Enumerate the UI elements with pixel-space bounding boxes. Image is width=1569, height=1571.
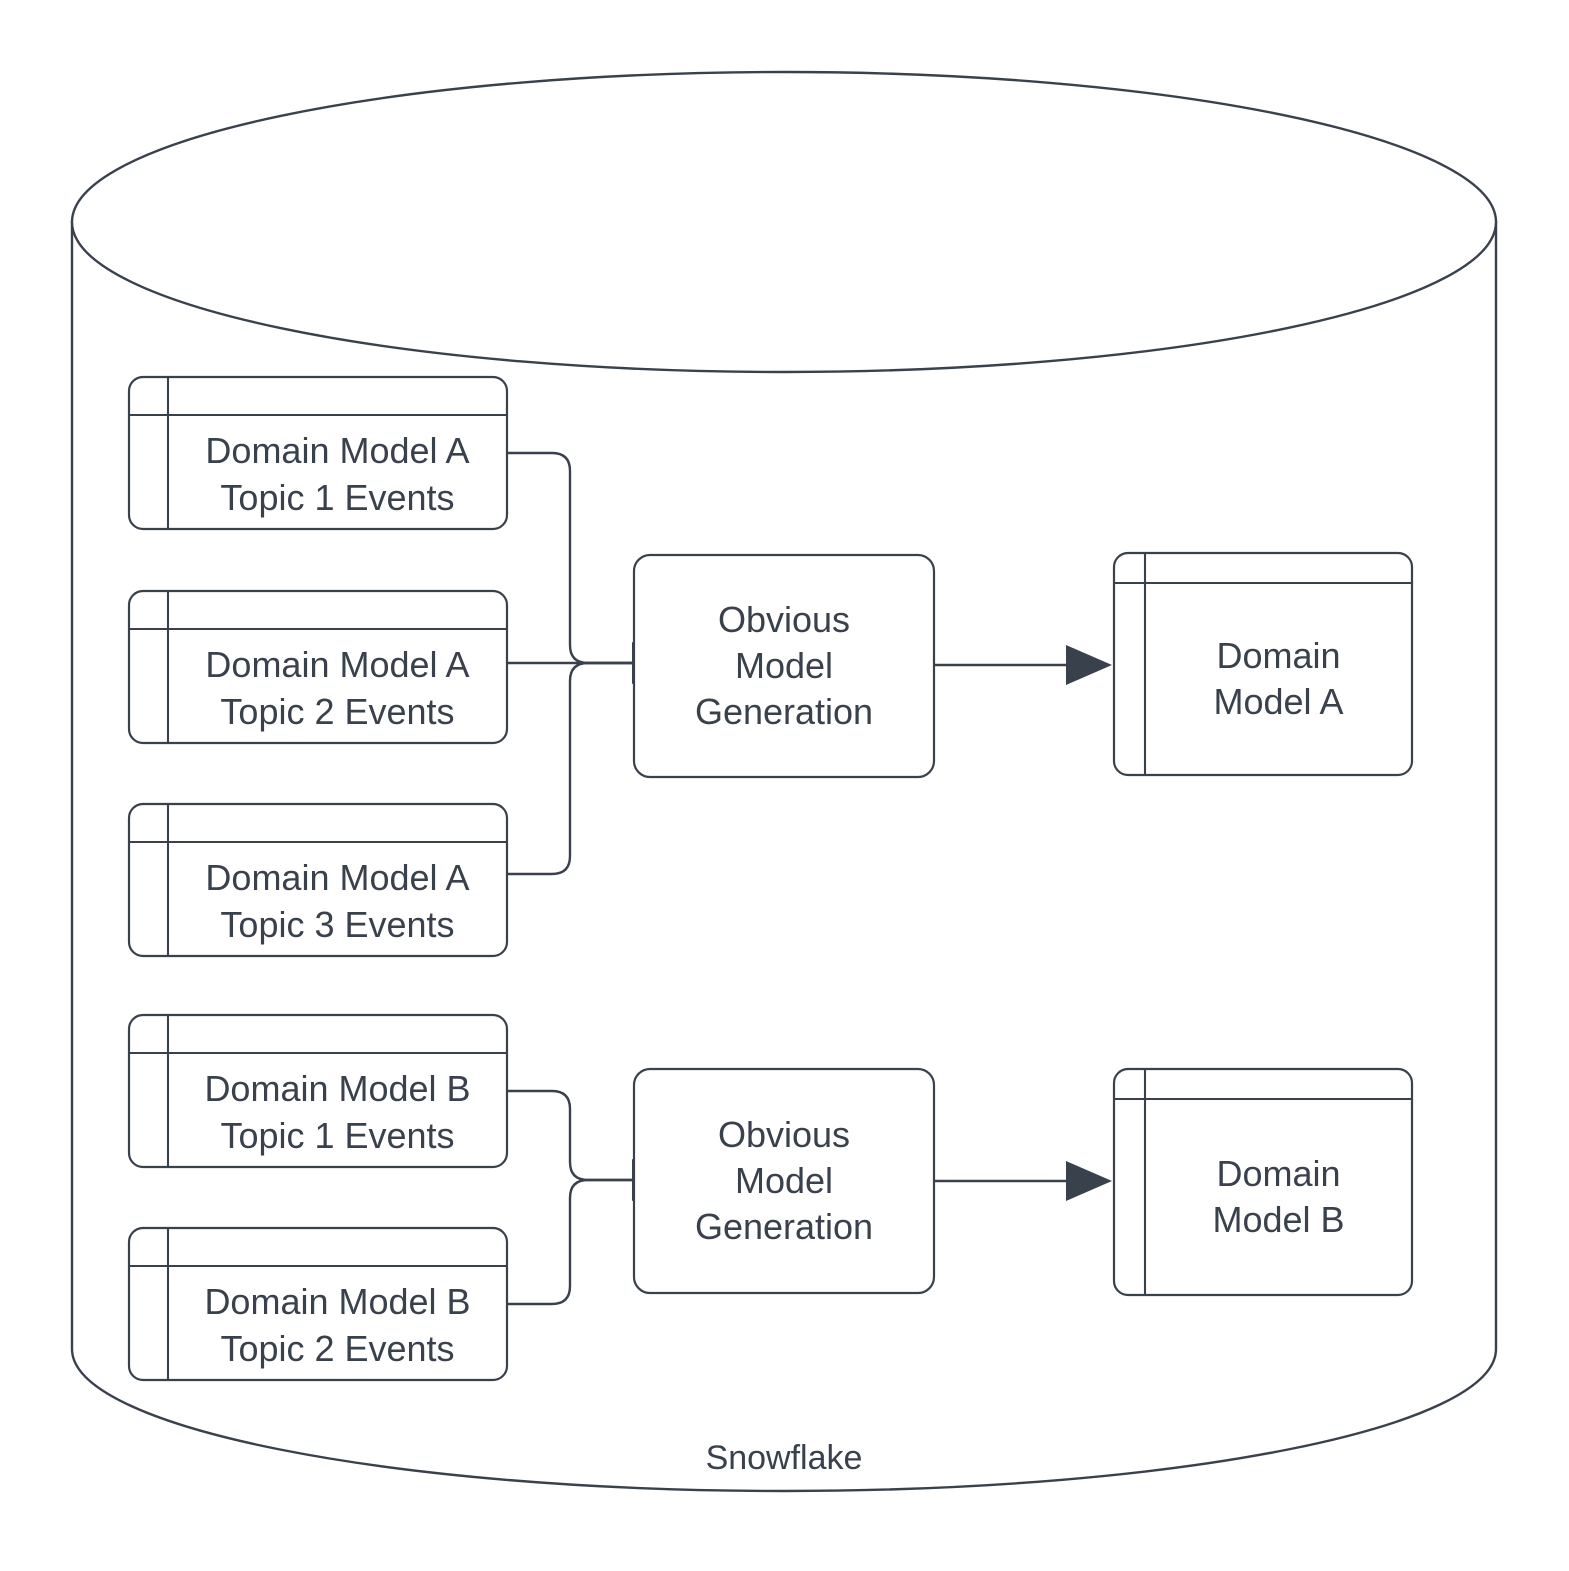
node-proc-a[interactable] <box>632 553 936 779</box>
edge-proc-b-to-out-b <box>934 1161 1112 1201</box>
arrowhead-into-out-a <box>1066 645 1112 685</box>
table-outline <box>1112 1067 1414 1297</box>
table-outline <box>127 589 509 745</box>
table-outline <box>127 802 509 958</box>
edge-proc-a-to-out-a <box>934 645 1112 685</box>
node-out-b[interactable] <box>1112 1067 1414 1297</box>
process-outline <box>632 553 936 779</box>
node-src-b2[interactable] <box>127 1226 509 1382</box>
node-proc-b[interactable] <box>632 1067 936 1295</box>
arrowhead-into-out-b <box>1066 1161 1112 1201</box>
node-src-a2[interactable] <box>127 589 509 745</box>
node-src-b1[interactable] <box>127 1013 509 1169</box>
table-outline <box>127 375 509 531</box>
cylinder-top-ellipse <box>70 70 1498 374</box>
node-out-a[interactable] <box>1112 551 1414 777</box>
node-src-a1[interactable] <box>127 375 509 531</box>
node-src-a3[interactable] <box>127 802 509 958</box>
table-outline <box>127 1013 509 1169</box>
edge-src-b2-to-proc-b <box>507 1178 632 1306</box>
edge-src-a3-to-proc-a <box>507 661 632 876</box>
process-outline <box>632 1067 936 1295</box>
edge-src-b1-to-proc-b <box>507 1089 632 1182</box>
table-outline <box>127 1226 509 1382</box>
table-outline <box>1112 551 1414 777</box>
